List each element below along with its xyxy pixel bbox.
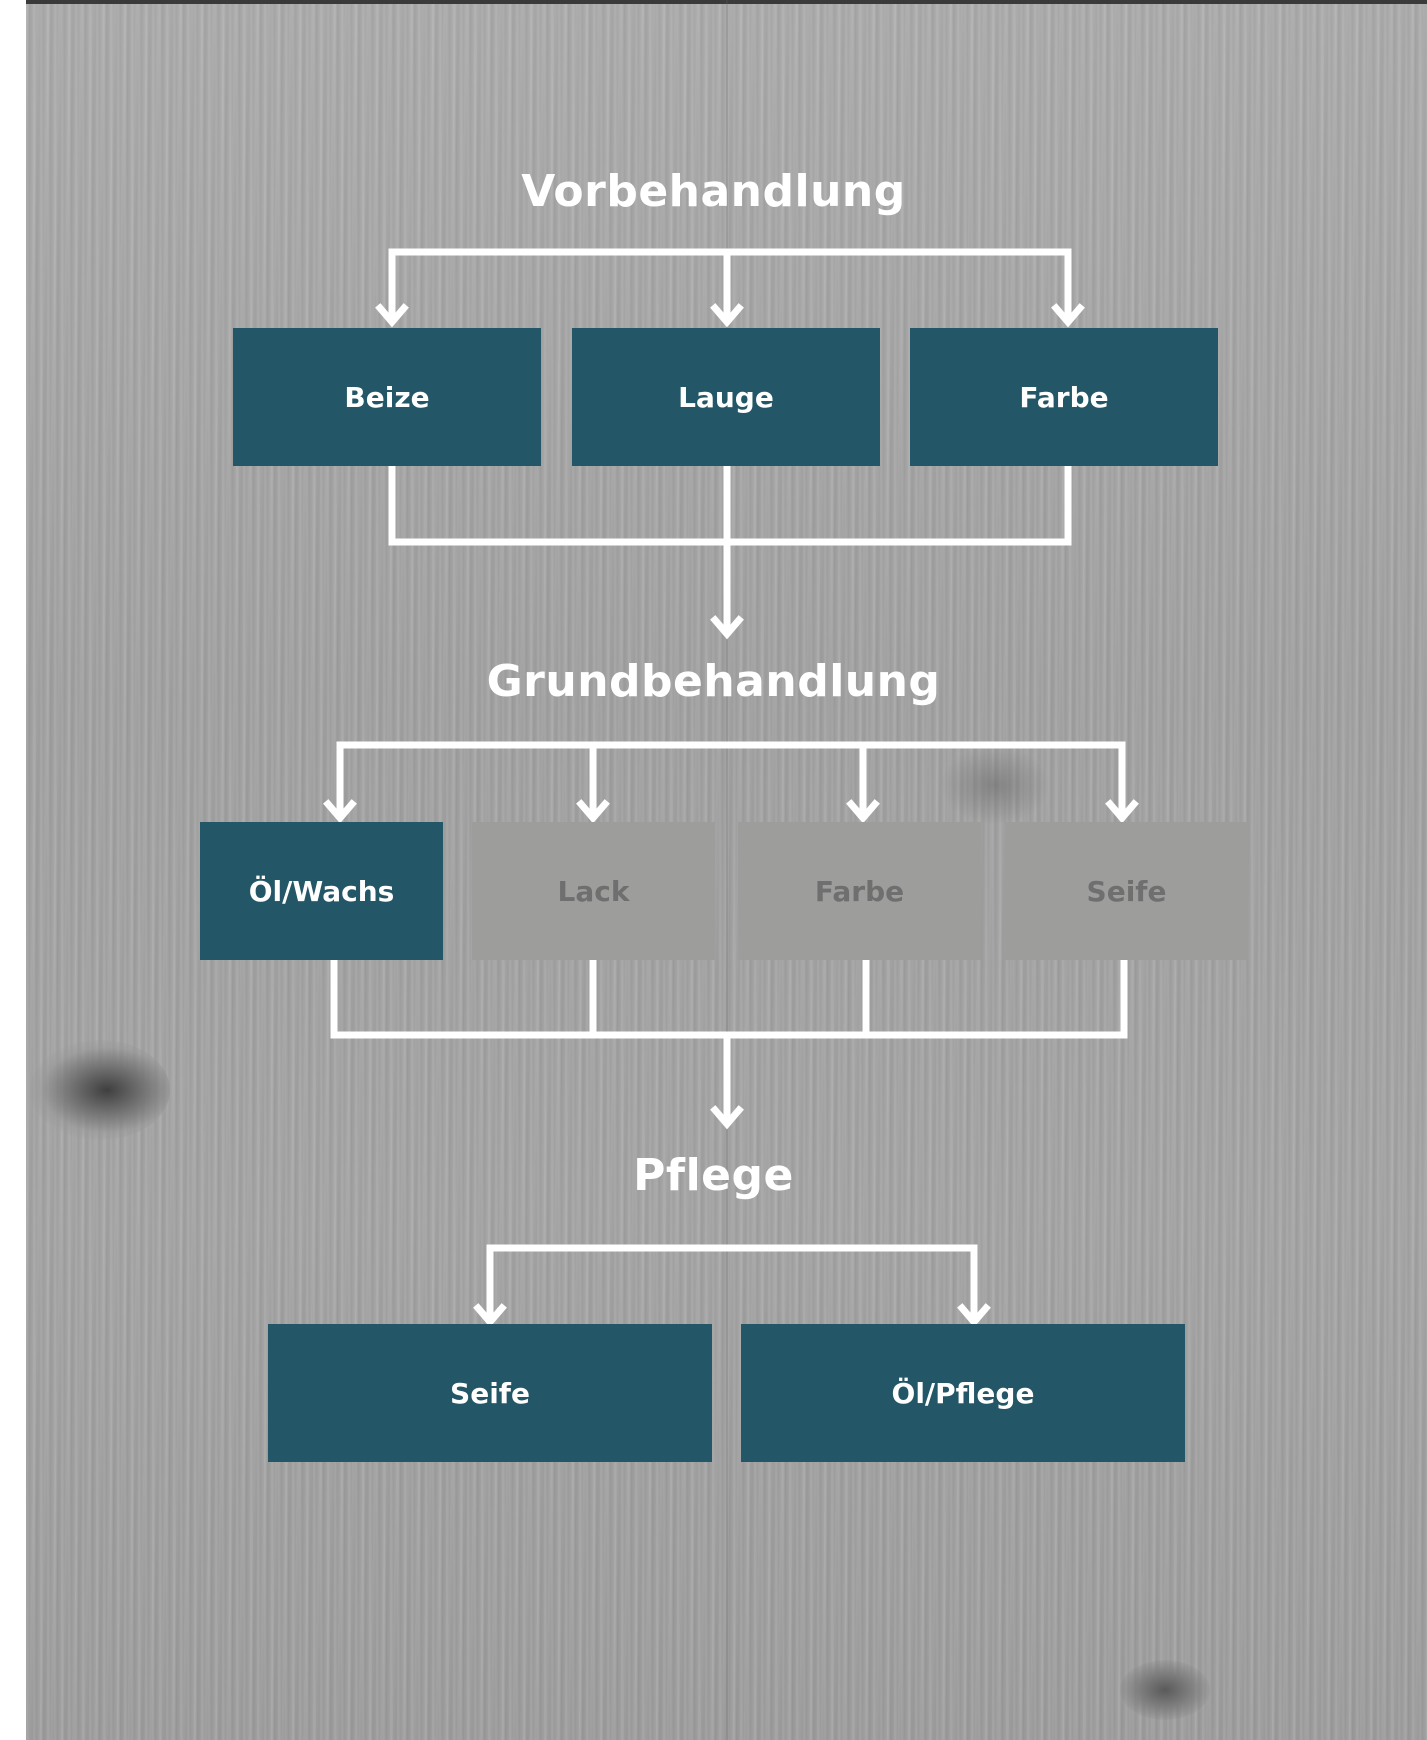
wood-knot bbox=[940, 745, 1050, 825]
base-option-lack[interactable]: Lack bbox=[472, 822, 715, 960]
board-seam bbox=[726, 0, 728, 1740]
wood-knot bbox=[1120, 1660, 1210, 1720]
base-split-line bbox=[336, 741, 1126, 818]
heading-pflege: Pflege bbox=[633, 1150, 794, 1201]
wood-knot bbox=[30, 1040, 170, 1140]
arrowhead-grundbehandlung bbox=[710, 615, 744, 640]
arrowhead-pflege bbox=[710, 1105, 744, 1130]
care-option-oel-pflege[interactable]: Öl/Pflege bbox=[741, 1324, 1185, 1462]
pre-option-beize[interactable]: Beize bbox=[233, 328, 541, 466]
arrowhead-seife-base bbox=[1105, 799, 1139, 824]
arrowhead-oel-wachs bbox=[323, 799, 357, 824]
arrowhead-seife-care bbox=[473, 1303, 507, 1328]
care-split-line bbox=[486, 1244, 978, 1322]
pre-option-farbe[interactable]: Farbe bbox=[910, 328, 1218, 466]
arrowhead-farbe bbox=[1051, 303, 1085, 328]
base-option-seife[interactable]: Seife bbox=[1005, 822, 1248, 960]
pre-option-lauge[interactable]: Lauge bbox=[572, 328, 880, 466]
arrowhead-oel-pflege bbox=[957, 1303, 991, 1328]
arrowhead-beize bbox=[375, 303, 409, 328]
pre-split-line bbox=[388, 248, 1072, 322]
top-border bbox=[26, 0, 1427, 4]
pre-merge-line bbox=[388, 464, 1072, 632]
heading-vorbehandlung: Vorbehandlung bbox=[521, 166, 906, 217]
arrowhead-farbe-base bbox=[846, 799, 880, 824]
base-option-farbe[interactable]: Farbe bbox=[738, 822, 981, 960]
base-merge-line bbox=[330, 958, 1128, 1122]
arrowhead-lauge bbox=[710, 303, 744, 328]
base-option-oel-wachs[interactable]: Öl/Wachs bbox=[200, 822, 443, 960]
care-option-seife[interactable]: Seife bbox=[268, 1324, 712, 1462]
arrowhead-lack bbox=[576, 799, 610, 824]
heading-grundbehandlung: Grundbehandlung bbox=[486, 656, 941, 707]
